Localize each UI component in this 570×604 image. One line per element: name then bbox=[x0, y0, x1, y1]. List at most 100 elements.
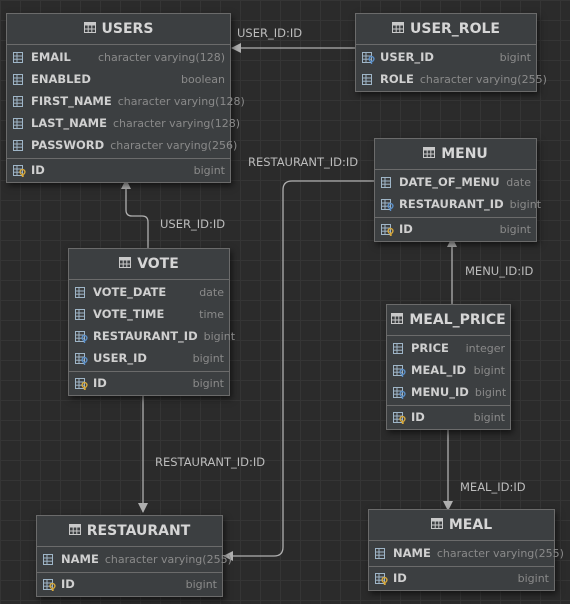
column-icon bbox=[13, 51, 31, 64]
column-row[interactable]: NAME character varying(255) bbox=[37, 548, 232, 570]
relation-label-menu-restaurant: RESTAURANT_ID:ID bbox=[248, 155, 359, 169]
foreign-key-icon bbox=[75, 352, 93, 365]
column-name: LAST_NAME bbox=[31, 116, 107, 130]
pk-divider bbox=[69, 371, 229, 372]
pk-column-row[interactable]: ID bigint bbox=[387, 406, 510, 428]
column-type: character varying(255) bbox=[419, 72, 547, 86]
column-type: bigint bbox=[499, 222, 531, 236]
column-row[interactable]: EMAIL character varying(128) bbox=[7, 46, 230, 68]
pk-divider bbox=[7, 158, 230, 159]
table-name: MEAL_PRICE bbox=[409, 312, 506, 328]
table-name: MENU bbox=[441, 146, 488, 162]
column-name: ID bbox=[31, 163, 45, 177]
column-name: NAME bbox=[393, 546, 431, 560]
column-icon bbox=[13, 95, 31, 108]
column-icon bbox=[13, 73, 31, 86]
table-header: MEAL bbox=[369, 510, 554, 541]
column-type: character varying(128) bbox=[97, 50, 225, 64]
column-name: ID bbox=[399, 222, 413, 236]
column-icon bbox=[375, 547, 393, 560]
column-row[interactable]: LAST_NAME character varying(128) bbox=[7, 112, 240, 134]
table-name: USER_ROLE bbox=[410, 21, 500, 37]
column-name: NAME bbox=[61, 552, 99, 566]
table-header: USER_ROLE bbox=[356, 14, 536, 45]
column-name: ID bbox=[61, 577, 75, 591]
relation-label-meal-price-menu: MENU_ID:ID bbox=[465, 264, 534, 278]
column-type: time bbox=[199, 307, 224, 321]
pk-divider bbox=[375, 217, 536, 218]
column-row[interactable]: VOTE_TIME time bbox=[69, 303, 229, 325]
table-header: VOTE bbox=[69, 249, 229, 280]
column-row[interactable]: FIRST_NAME character varying(128) bbox=[7, 90, 245, 112]
table-icon bbox=[423, 146, 436, 162]
table-icon bbox=[68, 523, 81, 539]
foreign-key-icon bbox=[393, 364, 411, 377]
column-type: bigint bbox=[499, 50, 531, 64]
column-name: VOTE_TIME bbox=[93, 307, 165, 321]
column-row[interactable]: NAME character varying(255) bbox=[369, 542, 564, 564]
primary-key-icon bbox=[13, 164, 31, 177]
column-name: ID bbox=[411, 410, 425, 424]
column-icon bbox=[75, 286, 93, 299]
column-name: RESTAURANT_ID bbox=[399, 197, 504, 211]
column-type: integer bbox=[465, 341, 505, 355]
table-header: USERS bbox=[7, 14, 230, 45]
column-row[interactable]: PRICE integer bbox=[387, 337, 510, 359]
column-type: character varying(255) bbox=[104, 552, 232, 566]
column-name: ID bbox=[393, 571, 407, 585]
column-type: bigint bbox=[474, 385, 507, 399]
relation-label-user-role-users: USER_ID:ID bbox=[237, 26, 303, 40]
pk-column-row[interactable]: ID bigint bbox=[69, 372, 229, 394]
pk-column-row[interactable]: ID bigint bbox=[375, 218, 536, 240]
foreign-key-icon bbox=[381, 198, 399, 211]
column-type: character varying(256) bbox=[110, 138, 238, 152]
table-icon bbox=[119, 256, 132, 272]
link-menu-restaurant bbox=[223, 180, 374, 561]
column-type: character varying(128) bbox=[117, 94, 245, 108]
column-row[interactable]: RESTAURANT_ID bigint bbox=[375, 193, 541, 215]
relation-label-meal-price-meal: MEAL_ID:ID bbox=[460, 480, 526, 494]
table-name: MEAL bbox=[448, 517, 493, 533]
pk-divider bbox=[369, 566, 554, 567]
column-name: PRICE bbox=[411, 341, 449, 355]
column-icon bbox=[362, 73, 380, 86]
column-icon bbox=[13, 139, 31, 152]
column-type: bigint bbox=[192, 376, 224, 390]
column-name: USER_ID bbox=[93, 351, 147, 365]
column-name: ID bbox=[93, 376, 107, 390]
column-type: bigint bbox=[473, 410, 505, 424]
column-type: bigint bbox=[509, 197, 542, 211]
column-type: character varying(128) bbox=[112, 116, 240, 130]
table-name: USERS bbox=[101, 21, 154, 37]
column-type: character varying(255) bbox=[436, 546, 564, 560]
column-name: MEAL_ID bbox=[411, 363, 467, 377]
table-icon bbox=[430, 517, 443, 533]
column-name: FIRST_NAME bbox=[31, 94, 112, 108]
primary-key-icon bbox=[375, 572, 393, 585]
column-icon bbox=[13, 117, 31, 130]
primary-key-icon bbox=[43, 578, 61, 591]
column-name: EMAIL bbox=[31, 50, 71, 64]
column-icon bbox=[43, 553, 61, 566]
